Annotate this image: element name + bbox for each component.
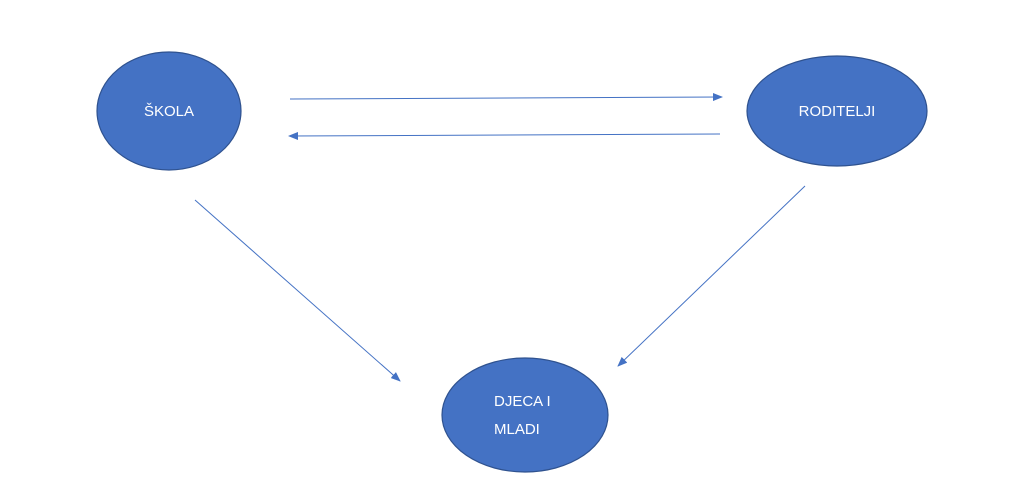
arrow-skola-to-djeca	[194, 199, 401, 382]
node-skola: ŠKOLA	[96, 51, 242, 171]
node-djeca-i-mladi: DJECA I MLADI	[441, 357, 609, 473]
node-djeca-label-line2: MLADI	[494, 421, 540, 438]
arrow-skola-to-roditelji	[289, 93, 723, 102]
node-djeca-label-line1: DJECA I	[494, 393, 551, 410]
node-roditelji-label: RODITELJI	[799, 103, 876, 120]
node-skola-label: ŠKOLA	[144, 103, 194, 120]
node-roditelji: RODITELJI	[746, 55, 928, 167]
arrow-roditelji-to-djeca	[617, 185, 806, 367]
arrow-roditelji-to-skola	[288, 131, 721, 140]
